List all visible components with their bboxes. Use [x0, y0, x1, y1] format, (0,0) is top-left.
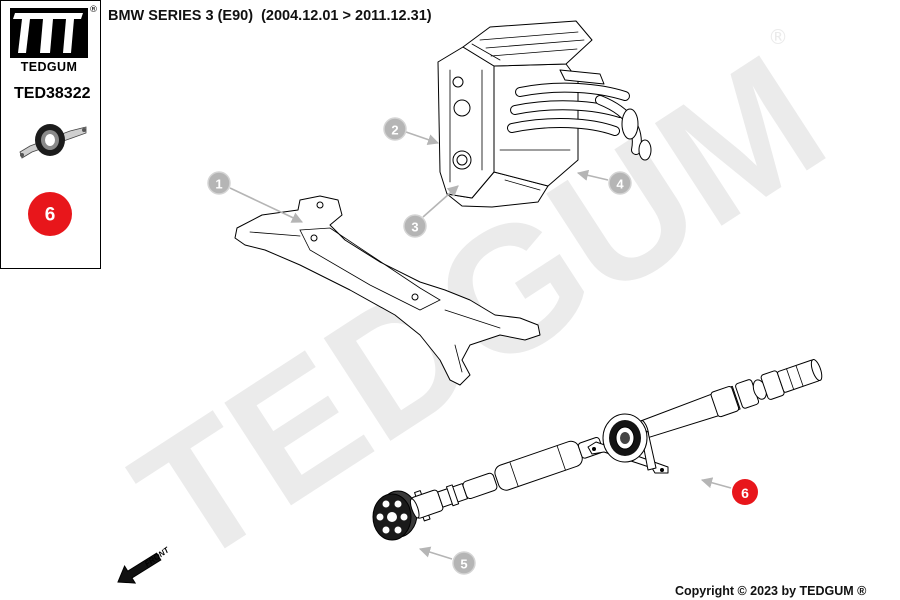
callout-5: 5	[452, 551, 476, 575]
leader-line-3	[422, 185, 459, 218]
panel-border	[0, 0, 101, 269]
leader-line-2	[405, 131, 440, 146]
leader-line-5	[418, 546, 453, 560]
front-direction: FRONT	[117, 545, 172, 584]
callout-6-highlighted: 6	[732, 479, 758, 505]
front-label: FRONT	[143, 545, 172, 569]
callout-4: 4	[608, 171, 632, 195]
callout-2: 2	[383, 117, 407, 141]
brand-logo	[10, 8, 88, 58]
engine-drawing	[437, 20, 652, 208]
part-number: TED38322	[14, 85, 91, 102]
callout-1: 1	[207, 171, 231, 195]
drive-shaft-drawing	[409, 359, 823, 522]
logo-registered-mark: ®	[89, 5, 98, 15]
callout-number: 4	[616, 177, 624, 192]
watermark-registered-mark: ®	[768, 25, 788, 49]
leader-line-4	[576, 169, 609, 181]
arrow-down-left-icon	[117, 552, 162, 584]
center-bearing-icon	[19, 124, 87, 159]
leader-line-1	[229, 187, 304, 223]
callout-number: 3	[411, 220, 418, 235]
vehicle-title: BMW SERIES 3 (E90) (2004.12.01 > 2011.12…	[108, 8, 432, 24]
highlight-callout-number: 6	[45, 205, 56, 226]
flex-disc-drawing	[372, 490, 418, 541]
callout-number: 1	[215, 177, 222, 192]
logo-wordmark: TEDGUM	[21, 60, 78, 74]
callout-number: 6	[741, 485, 749, 501]
leader-line-6	[700, 477, 732, 489]
copyright-notice: Copyright © 2023 by TEDGUM ®	[675, 584, 867, 598]
part-info-panel: ® TEDGUM TED38322 6	[0, 0, 101, 269]
callout-leaders	[229, 131, 732, 560]
center-bearing-drawing	[587, 413, 669, 474]
callout-number: 5	[460, 557, 467, 572]
highlight-callout-badge: 6	[28, 192, 72, 236]
crossmember-drawing	[234, 195, 541, 386]
callout-3: 3	[403, 214, 427, 238]
callout-number: 2	[391, 123, 398, 138]
